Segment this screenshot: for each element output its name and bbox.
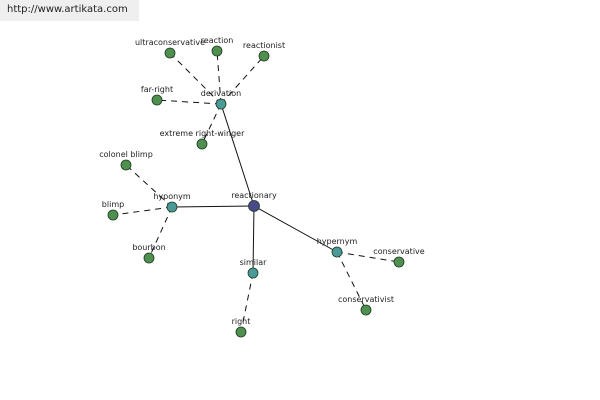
node-label-conservative: conservative [373,247,424,256]
node-dot-derivation[interactable] [215,98,227,110]
node-dot-similar[interactable] [247,267,259,279]
edge-hyponym-to-bourbon [148,206,173,259]
node-blimp[interactable]: blimp [102,200,124,221]
node-label-conservativist: conservativist [338,295,394,304]
node-dot-ultraconservative[interactable] [164,47,176,59]
node-label-colonel-blimp: colonel blimp [99,150,153,159]
edges-layer [112,50,400,333]
edge-derivation-to-reaction [216,50,222,105]
node-derivation[interactable]: derivation [201,89,241,110]
node-dot-bourbon[interactable] [143,252,155,264]
node-conservative[interactable]: conservative [373,247,425,268]
node-label-ultraconservative: ultraconservative [135,38,205,47]
node-label-bourbon: bourbon [132,243,165,252]
node-dot-colonel-blimp[interactable] [120,159,132,171]
node-bourbon[interactable]: bourbon [132,243,166,264]
node-label-hypernym: hypernym [317,237,358,246]
node-similar[interactable]: similar [240,258,268,279]
nodes-layer: reactionary derivation hyponym hypernym simi… [99,36,425,338]
node-dot-reaction[interactable] [211,45,223,57]
node-hypernym[interactable]: hypernym [317,237,358,258]
node-conservativist[interactable]: conservativist [338,295,394,316]
edge-reactionary-to-similar [252,205,255,274]
edge-reactionary-to-hyponym [171,205,255,208]
node-reaction[interactable]: reaction [201,36,234,57]
node-reactionary[interactable]: reactionary [231,191,277,212]
node-dot-reactionary[interactable] [248,200,260,212]
source-link[interactable]: http://www.artikata.com [0,0,139,21]
node-label-derivation: derivation [201,89,241,98]
node-label-right: right [232,317,251,326]
edge-derivation-to-ultraconservative [169,52,222,105]
edge-derivation-to-far-right [156,99,222,105]
node-hyponym[interactable]: hyponym [153,192,191,213]
node-dot-hyponym[interactable] [166,201,178,213]
node-label-far-right: far-right [141,85,173,94]
node-label-hyponym: hyponym [153,192,191,201]
edge-derivation-to-extreme-right-winger [201,103,222,145]
node-dot-hypernym[interactable] [331,246,343,258]
node-label-blimp: blimp [102,200,124,209]
node-dot-right[interactable] [235,326,247,338]
node-label-extreme-right-winger: extreme right-winger [160,129,245,138]
node-dot-extreme-right-winger[interactable] [196,138,208,150]
node-colonel-blimp[interactable]: colonel blimp [99,150,153,171]
edge-hyponym-to-blimp [112,206,173,216]
node-label-reactionist: reactionist [243,41,285,50]
node-far-right[interactable]: far-right [141,85,173,106]
node-reactionist[interactable]: reactionist [243,41,285,62]
node-extreme-right-winger[interactable]: extreme right-winger [160,129,245,150]
node-dot-conservative[interactable] [393,256,405,268]
node-dot-far-right[interactable] [151,94,163,106]
node-label-similar: similar [240,258,268,267]
edge-reactionary-to-derivation [220,103,255,207]
node-dot-conservativist[interactable] [360,304,372,316]
edge-reactionary-to-hypernym [253,205,338,253]
node-dot-blimp[interactable] [107,209,119,221]
node-label-reaction: reaction [201,36,234,45]
node-ultraconservative[interactable]: ultraconservative [135,38,205,59]
node-dot-reactionist[interactable] [258,50,270,62]
node-label-reactionary: reactionary [231,191,277,200]
node-right[interactable]: right [232,317,251,338]
